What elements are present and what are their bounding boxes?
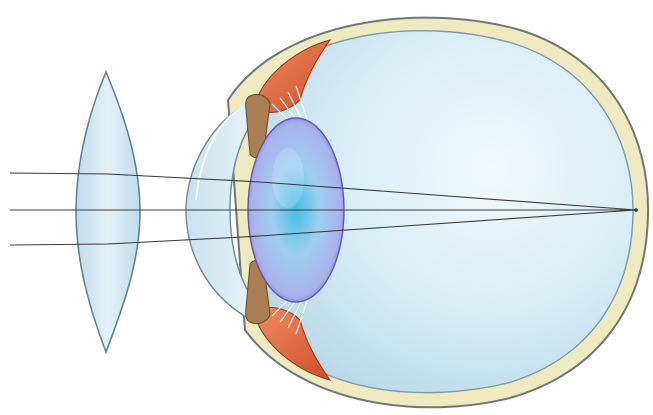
corrective-convex-lens <box>76 72 140 352</box>
focal-point-on-retina <box>634 208 638 212</box>
